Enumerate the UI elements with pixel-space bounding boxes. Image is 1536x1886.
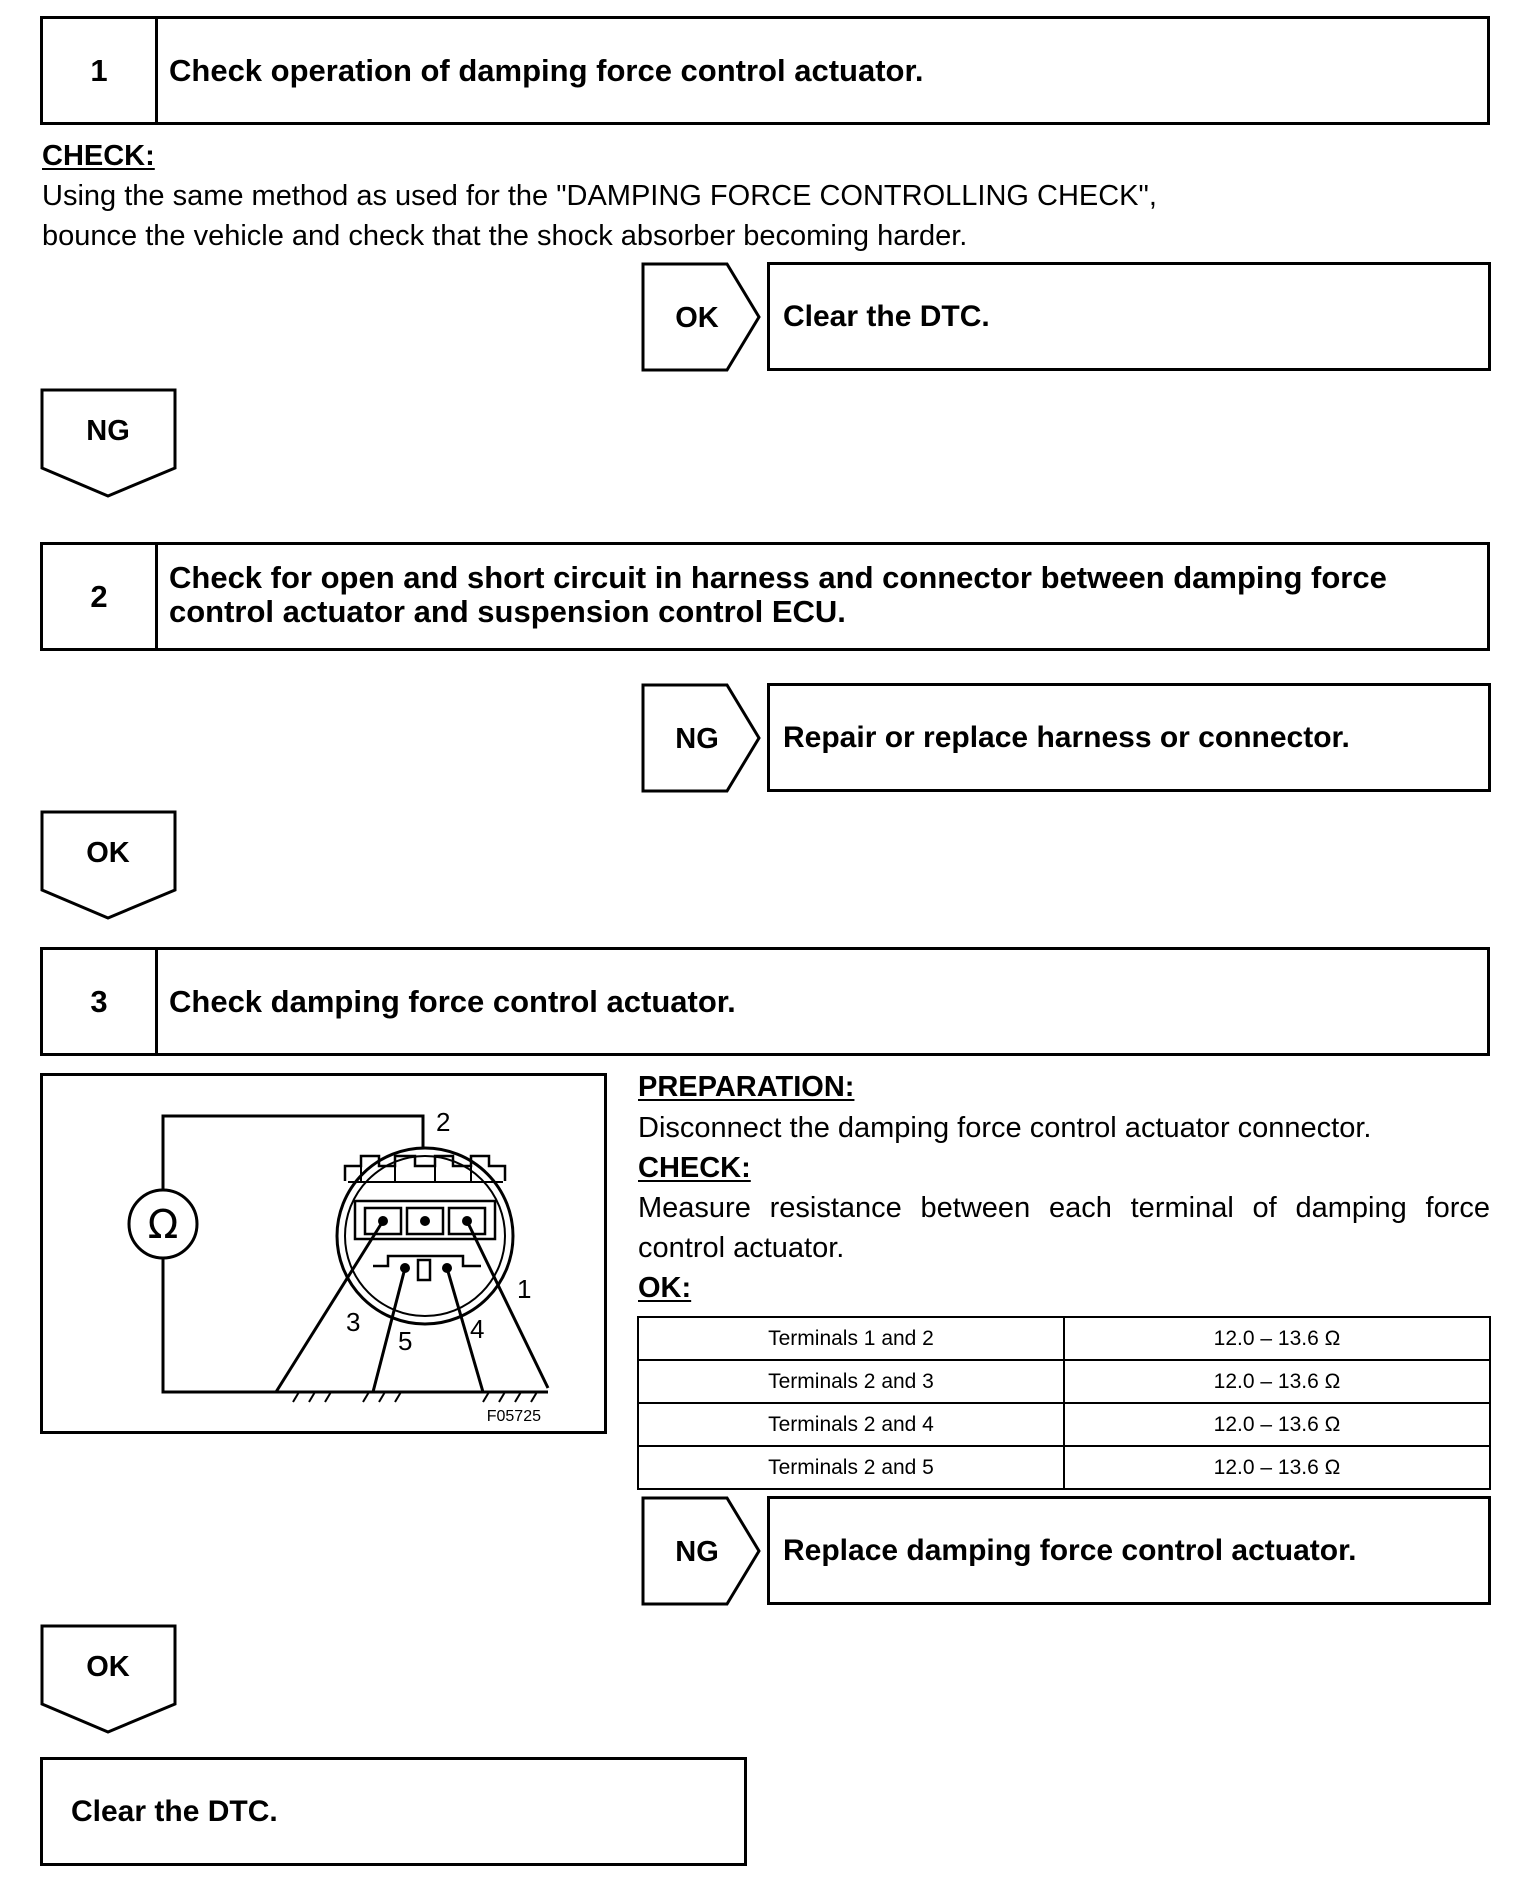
- step-3-check-text: Measure resistance between each terminal…: [638, 1192, 1490, 1264]
- step-1-check-heading: CHECK:: [42, 140, 155, 172]
- table-row: Terminals 2 and 4 12.0 – 13.6 Ω: [637, 1402, 1491, 1447]
- table-cell-value: 12.0 – 13.6 Ω: [1063, 1402, 1491, 1447]
- step-1-ng-down-arrow: NG: [40, 388, 177, 498]
- table-row: Terminals 2 and 3 12.0 – 13.6 Ω: [637, 1359, 1491, 1404]
- step-1-check-line-2: bounce the vehicle and check that the sh…: [42, 220, 968, 252]
- step-2-ng-result: Repair or replace harness or connector.: [767, 683, 1491, 792]
- terminal-3-label: 3: [346, 1307, 360, 1337]
- table-cell-value: 12.0 – 13.6 Ω: [1063, 1445, 1491, 1490]
- step-3-ok-heading: OK:: [638, 1272, 692, 1304]
- step-3-ok-down-label: OK: [86, 1651, 130, 1683]
- connector-diagram: Ω 2 1 3 5 4 F05725: [127, 1107, 550, 1425]
- step-1-ok-result: Clear the DTC.: [767, 262, 1491, 371]
- step-1-ng-down-label: NG: [86, 415, 130, 447]
- step-3-ok-down-arrow: OK: [40, 1624, 177, 1734]
- table-cell-terminals: Terminals 2 and 3: [637, 1359, 1065, 1404]
- step-1-title: Check operation of damping force control…: [169, 52, 924, 88]
- terminal-1-label: 1: [517, 1274, 531, 1304]
- figure-code: F05725: [487, 1408, 541, 1425]
- terminal-4-label: 4: [470, 1314, 484, 1344]
- step-3-ng-arrow-tag: NG: [641, 1496, 761, 1606]
- final-result: Clear the DTC.: [40, 1757, 747, 1866]
- step-1-check-line-1: Using the same method as used for the "D…: [42, 180, 1157, 212]
- step-1-ok-tag-label: OK: [675, 302, 719, 334]
- step-1-ok-arrow-tag: OK: [641, 262, 761, 372]
- terminal-5-label: 5: [398, 1326, 412, 1356]
- table-cell-value: 12.0 – 13.6 Ω: [1063, 1316, 1491, 1361]
- step-3-title: Check damping force control actuator.: [169, 983, 736, 1019]
- step-2-number: 2: [43, 545, 158, 648]
- terminal-2-label: 2: [436, 1107, 450, 1137]
- step-2-ok-down-arrow: OK: [40, 810, 177, 920]
- step-3-number: 3: [43, 950, 158, 1053]
- step-3-ng-tag-label: NG: [675, 1536, 719, 1568]
- step-2-ng-arrow-tag: NG: [641, 683, 761, 793]
- ohm-symbol: Ω: [148, 1202, 179, 1248]
- step-1-number: 1: [43, 19, 158, 122]
- step-3-preparation-text: Disconnect the damping force control act…: [638, 1112, 1372, 1144]
- step-2-header: 2 Check for open and short circuit in ha…: [40, 542, 1490, 651]
- table-cell-terminals: Terminals 2 and 5: [637, 1445, 1065, 1490]
- table-cell-terminals: Terminals 2 and 4: [637, 1402, 1065, 1447]
- table-cell-value: 12.0 – 13.6 Ω: [1063, 1359, 1491, 1404]
- step-2-ng-tag-label: NG: [675, 723, 719, 755]
- step-3-preparation-heading: PREPARATION:: [638, 1071, 855, 1103]
- step-2-title: Check for open and short circuit in harn…: [169, 560, 1387, 629]
- table-row: Terminals 2 and 5 12.0 – 13.6 Ω: [637, 1445, 1491, 1490]
- step-1-header: 1 Check operation of damping force contr…: [40, 16, 1490, 125]
- connector-figure: Ω 2 1 3 5 4 F05725: [40, 1073, 607, 1434]
- step-3-ng-result: Replace damping force control actuator.: [767, 1496, 1491, 1605]
- resistance-spec-table: Terminals 1 and 2 12.0 – 13.6 Ω Terminal…: [637, 1316, 1491, 1490]
- step-2-ok-down-label: OK: [86, 837, 130, 869]
- table-row: Terminals 1 and 2 12.0 – 13.6 Ω: [637, 1316, 1491, 1361]
- step-3-check-heading: CHECK:: [638, 1152, 751, 1184]
- ohmmeter-icon: [127, 1188, 199, 1260]
- step-3-header: 3 Check damping force control actuator.: [40, 947, 1490, 1056]
- table-cell-terminals: Terminals 1 and 2: [637, 1316, 1065, 1361]
